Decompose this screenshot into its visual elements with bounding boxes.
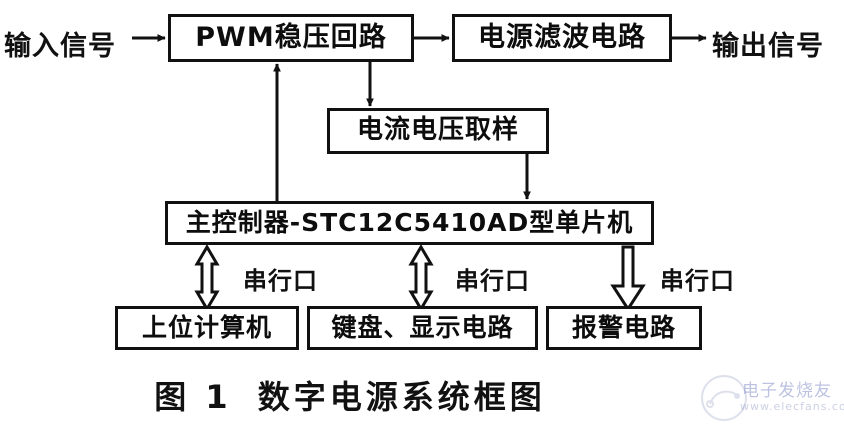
- block-keyboard-display-circuit-label: 键盘、显示电路: [331, 312, 514, 342]
- figure-caption-number: 图 1: [154, 378, 232, 416]
- block-keyboard-display-circuit[interactable]: 键盘、显示电路: [307, 306, 538, 350]
- block-pwm-regulator-label: PWM稳压回路: [195, 21, 387, 53]
- watermark-text: 电子发烧友: [742, 381, 832, 401]
- block-current-voltage-sampling-label: 电流电压取样: [356, 115, 519, 145]
- figure-caption-title: 数字电源系统框图: [257, 378, 546, 416]
- block-main-controller-mcu-label: 主控制器-STC12C5410AD型单片机: [185, 207, 634, 237]
- connector-mcu-to-host-bidirectional: [194, 244, 220, 312]
- label-input-signal: 输入信号: [4, 31, 116, 62]
- block-host-computer-label: 上位计算机: [141, 312, 272, 342]
- figure-caption: 图 1 数字电源系统框图: [0, 372, 700, 418]
- label-serial-port-host: 串行口: [243, 267, 318, 295]
- label-serial-port-alarm: 串行口: [660, 267, 735, 295]
- block-power-filter-circuit-label: 电源滤波电路: [478, 21, 646, 53]
- connector-mcu-to-alarm-down: [610, 245, 646, 312]
- label-serial-port-keyboard: 串行口: [455, 267, 530, 295]
- watermark-logo-icon: [701, 375, 747, 421]
- label-output-signal: 输出信号: [712, 31, 824, 62]
- block-current-voltage-sampling[interactable]: 电流电压取样: [327, 108, 549, 154]
- block-power-filter-circuit[interactable]: 电源滤波电路: [452, 14, 672, 62]
- block-pwm-regulator[interactable]: PWM稳压回路: [168, 14, 414, 62]
- block-alarm-circuit-label: 报警电路: [571, 312, 676, 342]
- block-main-controller-mcu[interactable]: 主控制器-STC12C5410AD型单片机: [165, 201, 654, 245]
- block-alarm-circuit[interactable]: 报警电路: [546, 306, 702, 350]
- connector-mcu-to-keyboard-bidirectional: [408, 244, 434, 312]
- block-host-computer[interactable]: 上位计算机: [115, 306, 299, 350]
- watermark: 电子发烧友 www.elecfans.com: [702, 372, 844, 430]
- watermark-url: www.elecfans.com: [740, 400, 844, 413]
